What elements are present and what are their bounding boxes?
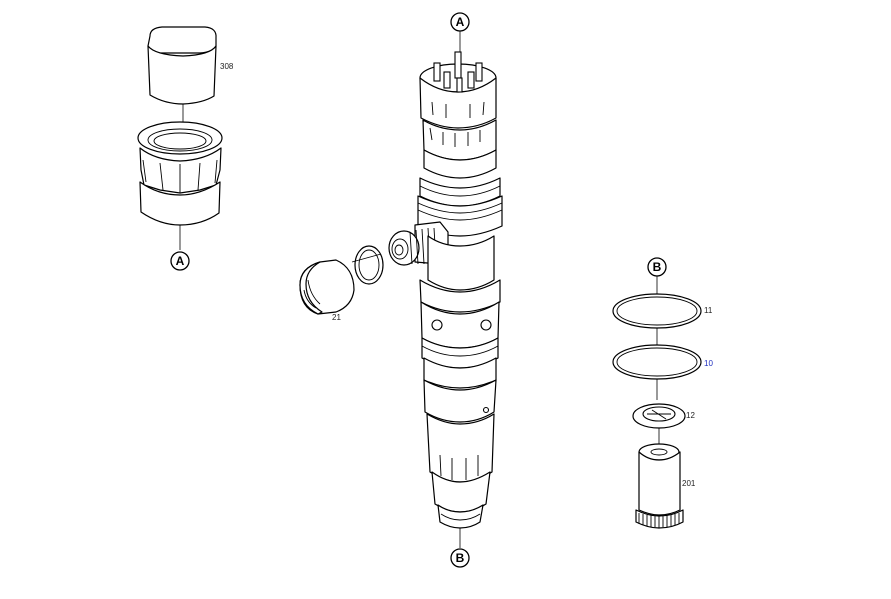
callout-a-top-center: A	[450, 12, 470, 32]
svg-text:B: B	[456, 551, 465, 565]
part-number-oring-top: 11	[704, 306, 713, 315]
injector-mid-body	[419, 235, 501, 423]
part-number-nut-cover: 21	[332, 313, 341, 322]
svg-text:A: A	[176, 254, 185, 268]
callout-a-bottom-left: A	[170, 251, 190, 271]
injector-nozzle-nut	[426, 413, 495, 529]
inlet-seal-ring	[354, 245, 384, 285]
filter-insert	[635, 443, 684, 529]
svg-text:B: B	[653, 260, 662, 274]
injector-connector-head	[419, 51, 497, 129]
callout-b-bottom-center: B	[450, 548, 470, 568]
hex-nut	[137, 121, 223, 226]
part-number-washer: 12	[686, 411, 695, 420]
callout-b-right: B	[647, 257, 667, 277]
o-ring-top	[612, 293, 702, 329]
o-ring-middle	[612, 344, 702, 380]
inlet-cover	[299, 259, 355, 315]
protective-cap	[147, 26, 217, 105]
leader-line	[351, 253, 382, 263]
svg-text:A: A	[456, 15, 465, 29]
part-number-oring-mid: 10	[704, 359, 713, 368]
washer	[632, 403, 686, 429]
part-number-cap: 308	[220, 62, 234, 71]
part-number-filter: 201	[682, 479, 696, 488]
injector-upper-body	[417, 119, 503, 237]
